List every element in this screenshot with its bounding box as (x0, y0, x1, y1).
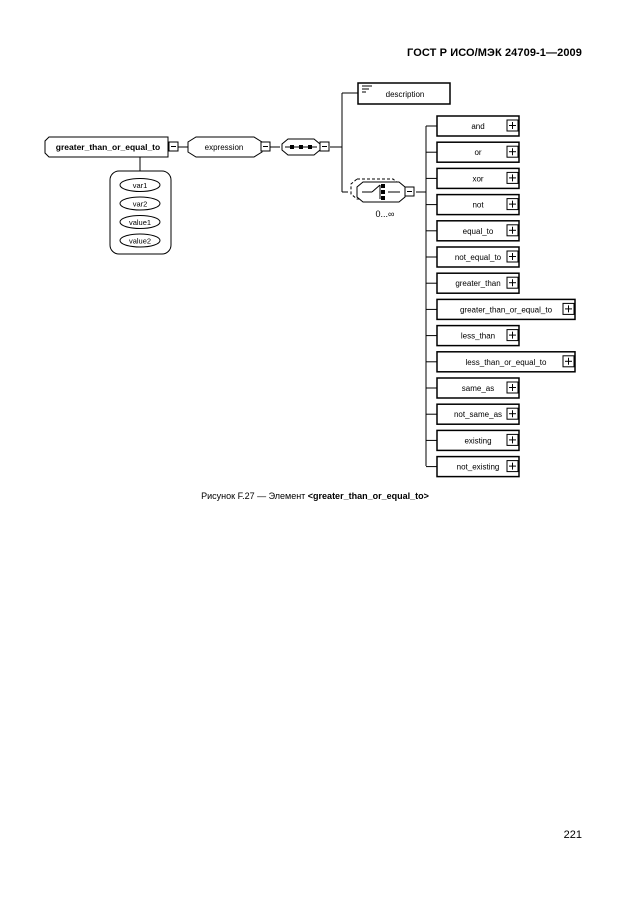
expand-plus-icon (562, 355, 575, 368)
choice-element-label: not_existing (457, 463, 500, 472)
choice-element-less_than: less_than (426, 324, 520, 347)
expression-group: expression (187, 136, 271, 158)
attribute-label: value2 (129, 237, 151, 246)
documentation-icon (362, 85, 372, 93)
expand-plus-icon (506, 276, 519, 289)
expand-plus-icon (506, 224, 519, 237)
root-element-label: greater_than_or_equal_to (56, 142, 160, 152)
attribute-label: var1 (133, 181, 148, 190)
attribute-value2: value2 (119, 233, 161, 248)
expand-plus-icon (506, 407, 519, 420)
choice-element-label: greater_than (455, 279, 500, 288)
expand-plus-icon (506, 171, 519, 184)
choice-element-same_as: same_as (426, 377, 520, 399)
choice-cardinality: 0...∞ (376, 209, 395, 219)
expand-plus-icon (562, 302, 575, 315)
choice-element-label: equal_to (463, 227, 494, 236)
expand-plus-icon (506, 433, 519, 446)
choice-element-label: xor (472, 174, 483, 183)
sequence-compositor-icon (281, 138, 330, 156)
choice-element-not: not (426, 193, 520, 216)
attributes-group: var1 var2 value1 value2 (109, 170, 172, 255)
expand-plus-icon (506, 198, 519, 211)
choice-element-greater_than: greater_than (426, 272, 520, 294)
expand-plus-icon (506, 329, 519, 342)
page-number: 221 (563, 829, 582, 841)
attribute-label: value1 (129, 218, 151, 227)
description-label: description (386, 90, 425, 99)
root-element: greater_than_or_equal_to (44, 136, 179, 158)
expand-plus-icon (506, 250, 519, 263)
choice-element-existing: existing (426, 429, 520, 452)
caption-prefix: Рисунок F.27 — Элемент (201, 491, 308, 501)
choice-element-not_existing: not_existing (426, 455, 520, 478)
expand-plus-icon (506, 145, 519, 158)
choice-element-label: not (472, 201, 484, 210)
choice-element-label: or (474, 148, 481, 157)
choice-element-less_than_or_equal_to: less_than_or_equal_to (426, 351, 576, 373)
attribute-var2: var2 (119, 196, 161, 211)
choice-element-not_same_as: not_same_as (426, 403, 520, 425)
choice-element-label: less_than (461, 332, 495, 341)
choice-element-and: and (426, 115, 520, 137)
choice-element-xor: xor (426, 167, 520, 190)
expression-label: expression (205, 143, 244, 152)
choice-element-label: not_same_as (454, 410, 502, 419)
choice-element-greater_than_or_equal_to: greater_than_or_equal_to (426, 298, 576, 321)
choice-element-or: or (426, 141, 520, 163)
choice-compositor-icon: 0...∞ (350, 178, 415, 219)
description-element: description (357, 82, 451, 105)
expand-plus-icon (506, 381, 519, 394)
choice-element-label: and (471, 122, 484, 131)
choice-element-label: not_equal_to (455, 253, 502, 262)
choice-element-not_equal_to: not_equal_to (426, 246, 520, 268)
choice-element-label: greater_than_or_equal_to (460, 305, 553, 314)
choice-element-label: less_than_or_equal_to (466, 358, 548, 367)
attribute-value1: value1 (119, 215, 161, 229)
choice-element-label: same_as (462, 384, 494, 393)
choice-element-equal_to: equal_to (426, 220, 520, 242)
choice-elements: and or xor not equal_to not_equal_to greater_t… (426, 115, 576, 478)
attribute-var1: var1 (119, 178, 161, 192)
caption-element-name: <greater_than_or_equal_to> (307, 491, 429, 501)
choice-element-label: existing (464, 436, 491, 445)
document-header: ГОСТ Р ИСО/МЭК 24709-1—2009 (407, 47, 582, 59)
attribute-list: var1 var2 value1 value2 (119, 178, 161, 248)
attribute-label: var2 (133, 200, 148, 209)
figure-caption: Рисунок F.27 — Элемент <greater_than_or_… (0, 491, 630, 501)
expand-plus-icon (506, 460, 519, 473)
schema-diagram: greater_than_or_equal_to var1var2value1v… (44, 82, 576, 478)
expand-plus-icon (506, 119, 519, 132)
